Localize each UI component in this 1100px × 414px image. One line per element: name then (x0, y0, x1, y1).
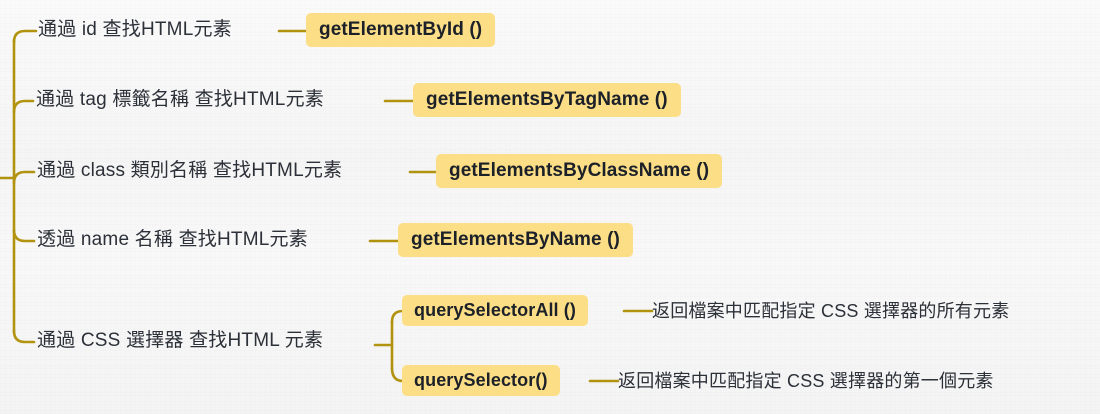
description-query-selector: 返回檔案中匹配指定 CSS 選擇器的第一個元素 (618, 371, 994, 391)
badge-query-selector[interactable]: querySelector() (402, 365, 560, 396)
badge-get-elements-by-name[interactable]: getElementsByName () (398, 223, 633, 257)
branch-label-by-css[interactable]: 通過 CSS 選擇器 查找HTML 元素 (37, 330, 324, 351)
branch-wire-by-tag (12, 99, 35, 114)
description-query-selector-all: 返回檔案中匹配指定 CSS 選擇器的所有元素 (652, 301, 1010, 321)
badge-get-element-by-id[interactable]: getElementById () (306, 13, 496, 47)
branch-wire-by-name (12, 228, 36, 243)
badge-get-elements-by-class-name[interactable]: getElementsByClassName () (436, 154, 723, 188)
branch-wire-by-css (12, 329, 36, 344)
branch-label-by-id[interactable]: 通過 id 查找HTML元素 (38, 19, 232, 40)
badge-label: querySelector() (402, 365, 560, 396)
branch-wire-by-class (12, 170, 36, 185)
branch-label-by-tag[interactable]: 通過 tag 標籤名稱 查找HTML元素 (36, 89, 324, 110)
badge-label: querySelectorAll () (402, 295, 588, 326)
branch-wire-by-id (12, 29, 38, 44)
badge-query-selector-all[interactable]: querySelectorAll () (402, 295, 588, 326)
badge-label: getElementsByClassName () (436, 154, 723, 188)
badge-label: getElementById () (306, 13, 496, 47)
badge-get-elements-by-tag-name[interactable]: getElementsByTagName () (413, 83, 681, 117)
badge-label: getElementsByTagName () (413, 83, 681, 117)
badge-label: getElementsByName () (398, 223, 633, 257)
branch-label-by-name[interactable]: 透過 name 名稱 查找HTML元素 (37, 229, 308, 250)
branch-label-by-class[interactable]: 通過 class 類別名稱 查找HTML元素 (37, 160, 343, 181)
